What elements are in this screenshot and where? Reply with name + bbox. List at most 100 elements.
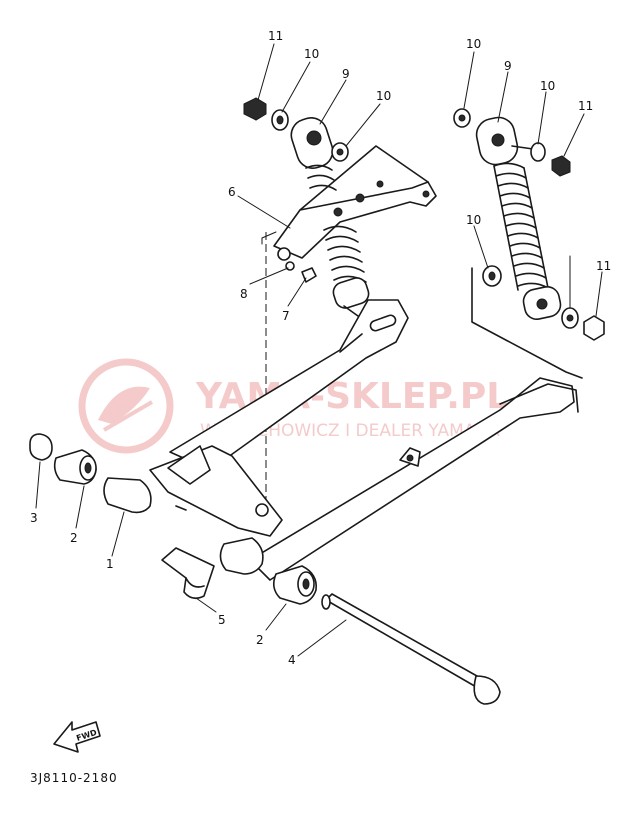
washer-10-right-d-hole bbox=[566, 314, 574, 322]
swingarm-bracket bbox=[167, 445, 211, 485]
leader-10c bbox=[463, 51, 475, 109]
swingarm-right-slot bbox=[369, 314, 397, 332]
diagram-code: 3J8110-2180 bbox=[30, 771, 118, 785]
callout-7: 7 bbox=[282, 309, 290, 323]
reference-bracket bbox=[261, 231, 277, 245]
part-4-shaft-head bbox=[473, 675, 501, 705]
fwd-arrow: FWD bbox=[53, 721, 101, 753]
callout-10: 10 bbox=[466, 37, 481, 51]
shock-right-coils bbox=[493, 162, 549, 289]
shock-bracket-plate bbox=[273, 145, 437, 259]
leader-11a bbox=[257, 43, 275, 101]
leader-1 bbox=[111, 511, 125, 557]
leader-10b bbox=[345, 103, 381, 147]
swingarm-right-edge bbox=[339, 333, 363, 353]
washer-10-left-b-hole bbox=[336, 148, 344, 156]
leader-5 bbox=[195, 597, 217, 613]
part-2-bushing-right-hole bbox=[302, 578, 310, 590]
watermark-logo-mark bbox=[98, 386, 150, 424]
inset-frame bbox=[471, 267, 583, 379]
pivot-parts bbox=[29, 433, 501, 705]
swingarm-left-arm bbox=[249, 377, 575, 581]
leader-2a bbox=[75, 485, 85, 529]
washer-10-right-a-hole bbox=[458, 114, 466, 122]
shock-absorber-right bbox=[453, 108, 605, 379]
callout-10: 10 bbox=[466, 213, 481, 227]
swingarm-right-arm bbox=[169, 299, 409, 471]
part-1-bushing-right bbox=[219, 537, 264, 575]
watermark-subtitle: WOJTECHOWICZ I DEALER YAMAHA bbox=[200, 421, 500, 441]
swingarm-notch bbox=[175, 505, 187, 511]
swingarm bbox=[149, 299, 579, 581]
leader-6 bbox=[237, 195, 291, 229]
leader-lines bbox=[35, 43, 603, 657]
left-shock-hardware bbox=[243, 97, 349, 283]
callout-4: 4 bbox=[288, 653, 296, 667]
watermark-logo-stroke bbox=[102, 400, 154, 432]
leader-11b bbox=[563, 113, 585, 157]
leader-3 bbox=[35, 461, 41, 509]
stay-tab-hole bbox=[406, 454, 414, 462]
leader-9b bbox=[497, 71, 509, 123]
leader-10e bbox=[473, 225, 489, 269]
leader-2b bbox=[265, 603, 287, 631]
shock-bracket bbox=[273, 145, 437, 261]
nut-11-left bbox=[243, 97, 267, 121]
part-2-bushing-left-hole bbox=[84, 462, 92, 474]
callout-6: 6 bbox=[228, 185, 236, 199]
swingarm-cross-member bbox=[149, 445, 283, 537]
callout-10: 10 bbox=[540, 79, 555, 93]
callout-11: 11 bbox=[578, 99, 593, 113]
callout-10: 10 bbox=[376, 89, 391, 103]
shock-left-upper-coils bbox=[305, 164, 337, 191]
nut-11-right-top bbox=[551, 155, 571, 177]
shock-right-body-edges bbox=[493, 165, 549, 291]
callout-11: 11 bbox=[596, 259, 611, 273]
shock-left-rod bbox=[343, 305, 359, 317]
shock-right-top-hole bbox=[491, 133, 505, 147]
part-3-cap bbox=[29, 433, 53, 461]
leader-8 bbox=[249, 267, 289, 285]
leader-4 bbox=[297, 619, 347, 657]
washer-10-right-c-hole bbox=[488, 271, 496, 281]
callout-9: 9 bbox=[342, 67, 350, 81]
leader-7 bbox=[287, 277, 307, 307]
callout-10: 10 bbox=[304, 47, 319, 61]
bracket-hole-4 bbox=[422, 190, 430, 198]
part-5-chain-guard bbox=[161, 547, 215, 600]
swingarm-left-end bbox=[499, 383, 579, 413]
fwd-arrow-shape bbox=[53, 721, 101, 753]
callout-2: 2 bbox=[70, 531, 78, 545]
callout-5: 5 bbox=[218, 613, 226, 627]
callout-2: 2 bbox=[256, 633, 264, 647]
callout-9: 9 bbox=[504, 59, 512, 73]
shock-absorber-left bbox=[290, 117, 370, 317]
part-4-shaft-tip bbox=[321, 594, 331, 610]
bracket-hole-1 bbox=[376, 180, 384, 188]
part-1-bushing-left bbox=[103, 477, 152, 514]
callout-3: 3 bbox=[30, 511, 38, 525]
part-4-pivot-shaft bbox=[325, 593, 485, 689]
leader-9a bbox=[319, 79, 347, 125]
leader-11c bbox=[595, 271, 603, 317]
bracket-bolt-boss bbox=[277, 247, 291, 261]
swingarm-pivot-hole bbox=[255, 503, 269, 517]
shock-right-bottom-hole bbox=[536, 298, 548, 310]
washer-10-right-b bbox=[530, 142, 546, 162]
bolt-7 bbox=[301, 267, 317, 283]
callout-8: 8 bbox=[240, 287, 248, 301]
shock-left-bottom-eye bbox=[332, 277, 370, 309]
callout-labels: 11 10 9 10 6 8 7 10 9 10 11 10 11 3 2 1 … bbox=[30, 29, 611, 667]
watermark-logo-ring bbox=[78, 358, 174, 454]
washer-10-left-a-hole bbox=[276, 115, 284, 125]
bracket-hole-2 bbox=[355, 193, 365, 203]
shock-left-top-hole bbox=[306, 130, 322, 146]
callout-11: 11 bbox=[268, 29, 283, 43]
part-5-chain-guard-curve bbox=[185, 577, 205, 588]
leader-10d bbox=[537, 91, 547, 145]
shock-left-lower-coils bbox=[323, 225, 367, 283]
callout-1: 1 bbox=[106, 557, 114, 571]
nut-11-right-bottom bbox=[583, 315, 605, 341]
